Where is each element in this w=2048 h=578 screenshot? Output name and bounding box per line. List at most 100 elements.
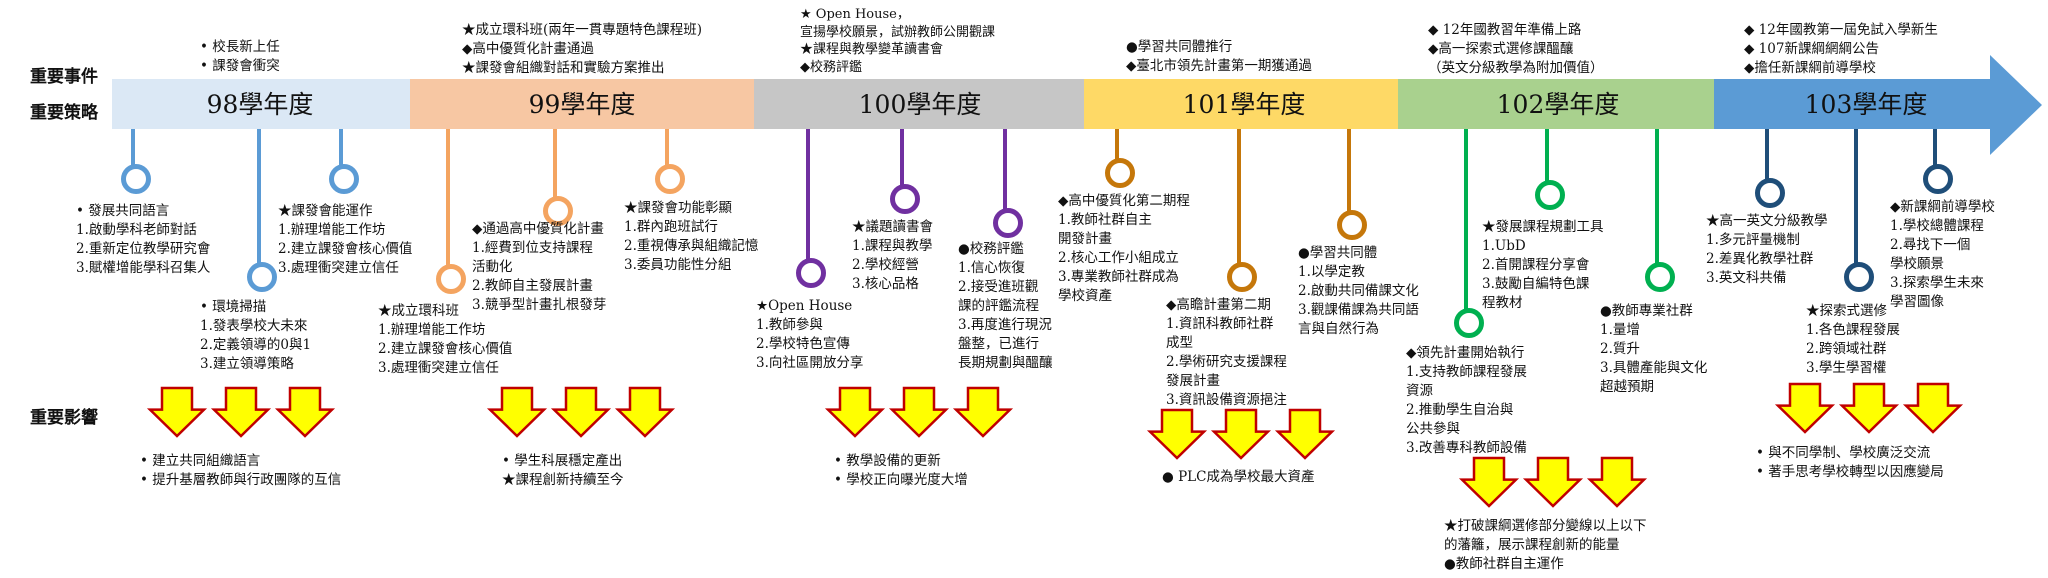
impact-down-arrow [1522, 456, 1584, 508]
year-label-103: 103學年度 [1804, 90, 1928, 119]
strategy-101-c: ●學習共同體 1.以學定教 2.啟動共同備課文化 3.觀課備課為共同語 言與自然… [1298, 245, 1419, 337]
year-label-100: 100學年度 [858, 90, 982, 119]
row-label-events: 重要事件 [30, 67, 98, 87]
band-100 [754, 79, 1084, 129]
pin-stem [900, 129, 904, 185]
strategy-98-b: • 環境掃描 1.發表學校大未來 2.定義領導的0與1 3.建立領導策略 [200, 299, 312, 372]
impact-down-arrow [952, 386, 1014, 438]
pin-marker [1923, 164, 1953, 194]
strategy-100-c: ●校務評鑑 1.信心恢復 2.接受進班觀 課的評鑑流程 3.再度進行現況 盤整，… [958, 241, 1053, 371]
pin-stem [131, 129, 135, 165]
pin-marker [655, 164, 685, 194]
pin-marker [1337, 210, 1367, 240]
pin-stem [1854, 129, 1858, 263]
pin-marker [1645, 262, 1675, 292]
year-label-99: 99學年度 [528, 90, 636, 119]
impact-down-arrow [1586, 456, 1648, 508]
strategy-98-c: ★課發會能運作 1.辦理增能工作坊 2.建立課發會核心價值 3.處理衝突建立信任 [278, 203, 413, 276]
band-101 [1084, 79, 1398, 129]
band-98 [112, 79, 410, 129]
events-102: ◆ 12年國教習年準備上路◆高一探索式選修課醞釀 （英文分級教學為附加價值） [1428, 22, 1604, 76]
strategy-102-a: ★發展課程規劃工具 1.UbD 2.首開課程分享會 3.鼓勵自編特色課 程教材 [1482, 219, 1604, 311]
strategy-98-a: • 發展共同語言 1.啟動學科老師對話 2.重新定位教學研究會 3.賦權增能學科… [76, 203, 211, 276]
pin-stem [553, 129, 557, 197]
impact-100: • 教學設備的更新• 學校正向曝光度大增 [834, 453, 968, 488]
pin-marker [121, 164, 151, 194]
impact-down-arrow [1838, 382, 1900, 434]
strategy-102-c: ●教師專業社群 1.量增 2.質升 3.具體產能與文化 超越預期 [1600, 303, 1708, 395]
impact-102: ★打破課綱選修部分變線以上以下 的藩籬，展示課程創新的能量●教師社群自主運作 [1444, 518, 1647, 572]
impact-99: • 學生科展穩定產出★課程創新持續至今 [502, 453, 624, 488]
pin-stem [1115, 129, 1119, 159]
impact-down-arrow [1146, 408, 1208, 460]
pin-marker [1535, 180, 1565, 210]
pin-marker [247, 262, 277, 292]
strategy-103-b: ★探索式選修 1.各色課程發展 2.跨領域社群 3.學生學習權 [1806, 303, 1900, 376]
pin-stem [1545, 129, 1549, 181]
pin-stem [257, 129, 261, 263]
strategy-100-a: ★Open House 1.教師參與 2.學校特色宣傳 3.向社區開放分享 [756, 298, 864, 371]
events-103: ◆ 12年國教第一屆免試入學新生◆ 107新課綱網綱公告◆擔任新課綱前導學校 [1744, 22, 1938, 76]
pin-stem [446, 129, 450, 265]
impact-down-arrow [274, 386, 336, 438]
row-label-impacts: 重要影響 [30, 408, 98, 428]
pin-marker [436, 264, 466, 294]
impact-103: • 與不同學制、學校廣泛交流• 著手思考學校轉型以因應變局 [1756, 445, 1944, 480]
impact-down-arrow [210, 386, 272, 438]
year-label-98: 98學年度 [206, 90, 314, 119]
pin-marker [890, 184, 920, 214]
impact-down-arrow [1774, 382, 1836, 434]
strategy-101-a: ◆高中優質化第二期程 1.教師社群自主 開發計畫 2.核心工作小組成立 3.專業… [1058, 193, 1190, 304]
timeline-arrowhead [1990, 55, 2042, 155]
pin-stem [1933, 129, 1937, 165]
strategy-102-b: ◆領先計畫開始執行 1.支持教師課程發展 資源 2.推動學生自治與 公共參與 3… [1406, 345, 1527, 456]
impact-down-arrow [824, 386, 886, 438]
band-103 [1714, 79, 1992, 129]
pin-stem [1003, 129, 1007, 209]
pin-marker [543, 196, 573, 226]
pin-marker [1844, 262, 1874, 292]
impact-down-arrow [888, 386, 950, 438]
impact-101: ● PLC成為學校最大資產 [1162, 469, 1315, 485]
pin-marker [1105, 158, 1135, 188]
pin-marker [1454, 308, 1484, 338]
pin-stem [665, 129, 669, 165]
strategy-103-c: ◆新課綱前導學校 1.學校總體課程 2.尋找下一個 學校願景 3.探索學生未來 … [1890, 199, 1995, 310]
year-label-102: 102學年度 [1496, 90, 1620, 119]
pin-stem [1765, 129, 1769, 179]
row-label-strategies: 重要策略 [30, 103, 98, 123]
events-99: ★成立環科班(兩年一貫專題特色課程班)◆高中優質化計畫通過★課發會組織對話和實驗… [462, 22, 703, 76]
year-label-101: 101學年度 [1182, 90, 1306, 119]
events-101: ●學習共同體推行◆臺北市領先計畫第一期獲通過 [1126, 39, 1312, 74]
impact-down-arrow [1210, 408, 1272, 460]
impact-down-arrow [486, 386, 548, 438]
impact-down-arrow [146, 386, 208, 438]
impact-down-arrow [1902, 382, 1964, 434]
pin-stem [1464, 129, 1468, 309]
strategy-99-c: ★課發會功能彰顯 1.群內跑班試行 2.重視傳承與組織記憶 3.委員功能性分組 [624, 200, 759, 273]
pin-marker [993, 208, 1023, 238]
strategy-100-b: ★議題讀書會 1.課程與教學 2.學校經營 3.核心品格 [852, 219, 933, 292]
band-99 [410, 79, 754, 129]
pin-stem [339, 129, 343, 165]
strategy-99-a: ★成立環科班 1.辦理增能工作坊 2.建立課發會核心價值 3.處理衝突建立信任 [378, 303, 513, 376]
impact-down-arrow [550, 386, 612, 438]
pin-stem [1347, 129, 1351, 211]
strategy-103-a: ★高一英文分級教學 1.多元評量機制 2.差異化教學社群 3.英文科共備 [1706, 213, 1828, 286]
impact-98: • 建立共同組織語言• 提升基層教師與行政團隊的互信 [140, 453, 342, 488]
events-100: ★ Open House， 宣揚學校願景，試辦教師公開觀課★課程與教學變革讀書會… [800, 7, 996, 75]
pin-marker [329, 164, 359, 194]
pin-marker [796, 258, 826, 288]
impact-down-arrow [1274, 408, 1336, 460]
pin-stem [1237, 129, 1241, 263]
strategy-99-b: ◆通過高中優質化計畫 1.經費到位支持課程 活動化 2.教師自主發展計畫 3.競… [472, 221, 607, 313]
pin-stem [806, 129, 810, 259]
pin-marker [1755, 178, 1785, 208]
strategy-101-b: ◆高瞻計畫第二期 1.資訊科教師社群 成型 2.學術研究支援課程 發展計畫 3.… [1166, 297, 1287, 408]
impact-down-arrow [614, 386, 676, 438]
impact-down-arrow [1458, 456, 1520, 508]
pin-stem [1655, 129, 1659, 263]
pin-marker [1227, 262, 1257, 292]
events-98: • 校長新上任• 課發會衝突 [200, 39, 280, 74]
